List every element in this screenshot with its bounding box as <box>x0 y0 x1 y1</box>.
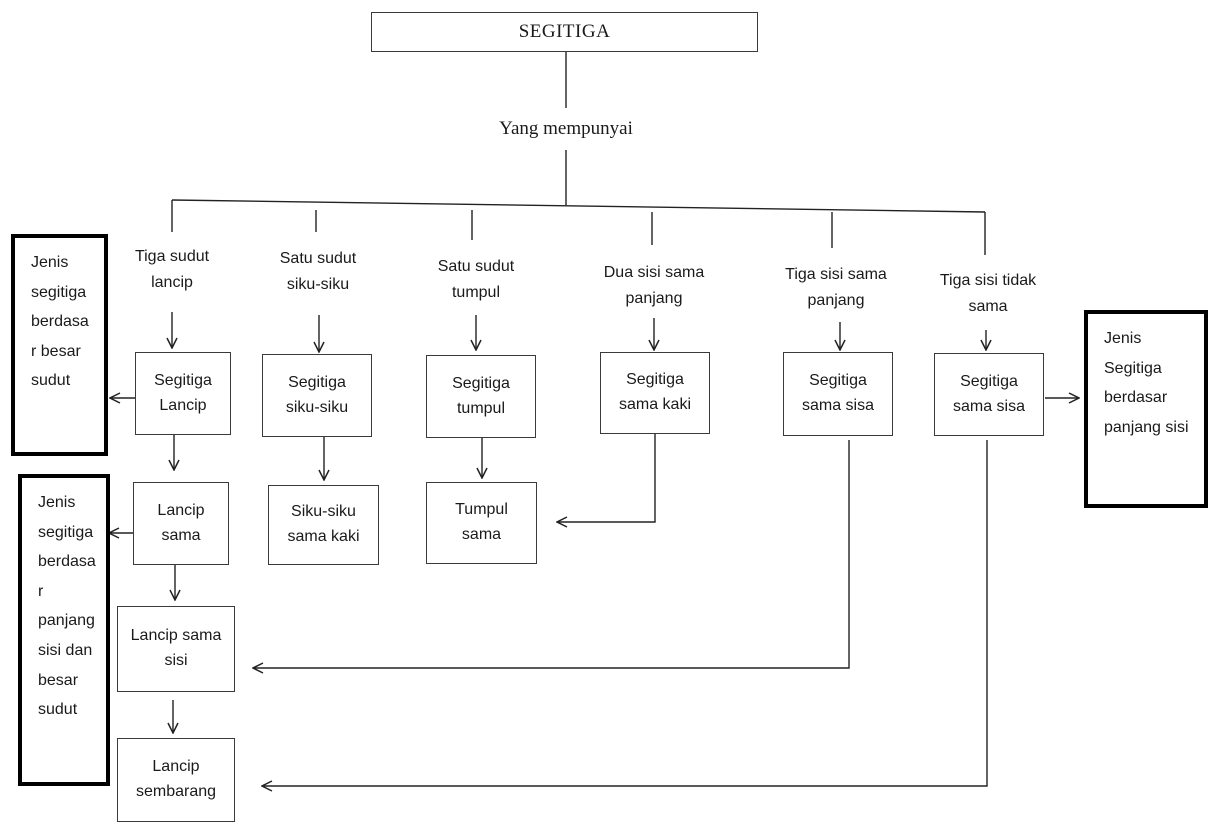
subtype-tumpul-sama: Tumpul sama <box>426 482 537 564</box>
criteria-dua-sisi-sama: Dua sisi sama panjang <box>603 264 705 307</box>
criteria-satu-sudut-tumpul: Satu sudut tumpul <box>437 258 515 301</box>
criteria-satu-sudut-siku: Satu sudut siku-siku <box>279 250 357 293</box>
type-segitiga-tumpul: Segitiga tumpul <box>426 355 536 438</box>
subtype-lancip-sama: Lancip sama <box>133 482 229 565</box>
category-by-angle: Jenis segitiga berdasa r besar sudut <box>11 234 108 456</box>
criteria-tiga-sisi-tidak-sama: Tiga sisi tidak sama <box>939 272 1037 315</box>
subtype-lancip-sembarang: Lancip sembarang <box>117 738 235 822</box>
category-by-side-angle: Jenis segitiga berdasa r panjang sisi da… <box>18 474 110 786</box>
root-title: SEGITIGA <box>518 21 611 43</box>
category-by-side: Jenis Segitiga berdasar panjang sisi <box>1084 310 1208 508</box>
type-segitiga-siku: Segitiga siku-siku <box>262 354 372 437</box>
type-segitiga-sama-kaki: Segitiga sama kaki <box>600 352 710 434</box>
type-segitiga-lancip: Segitiga Lancip <box>135 352 231 435</box>
arrow-samakaki-to-tumpulsama <box>557 433 656 522</box>
connector-label: Yang mempunyai <box>499 118 633 139</box>
arrow-samasisi-to-lancipsamasisi <box>253 440 850 668</box>
subtype-lancip-sama-sisi: Lancip sama sisi <box>117 606 235 692</box>
subtype-siku-sama-kaki: Siku-siku sama kaki <box>268 485 379 565</box>
type-segitiga-sisi-tidak-sama: Segitiga sama sisa <box>934 353 1044 436</box>
root-node: SEGITIGA <box>371 12 758 52</box>
criteria-tiga-sisi-sama: Tiga sisi sama panjang <box>785 266 887 309</box>
criteria-tiga-sudut-lancip: Tiga sudut lancip <box>134 248 210 291</box>
arrow-tidaksama-to-sembarang <box>262 440 988 786</box>
type-segitiga-sama-sisi: Segitiga sama sisa <box>783 352 893 436</box>
branch-bus <box>171 199 986 213</box>
